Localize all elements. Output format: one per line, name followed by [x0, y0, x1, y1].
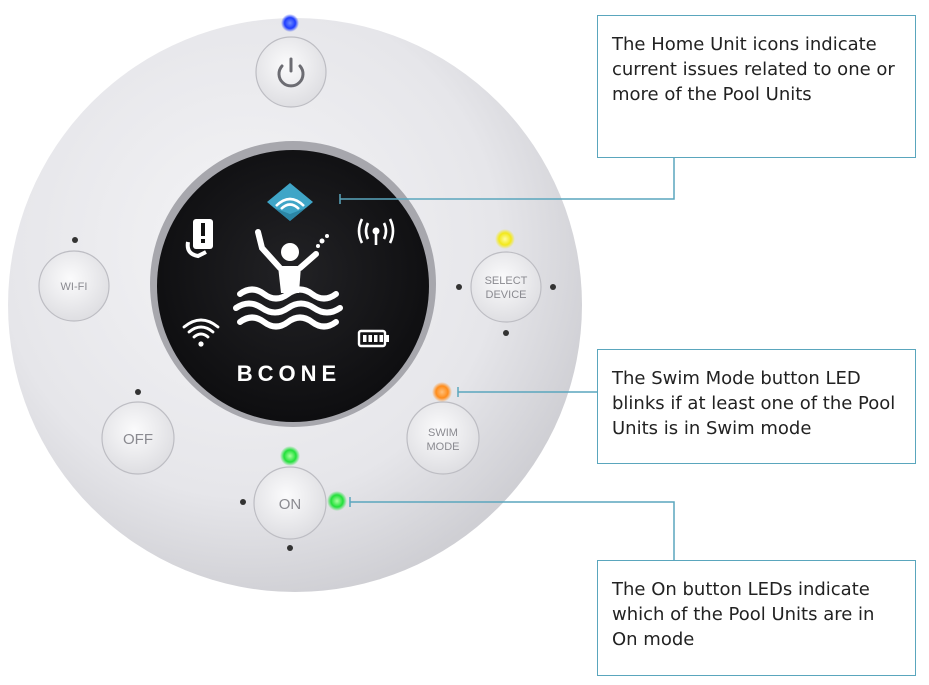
off-button-label: OFF: [123, 431, 153, 448]
wifi-signal-icon: [182, 318, 220, 347]
swim-mode-button[interactable]: SWIM MODE: [406, 401, 480, 475]
battery-icon: [357, 329, 389, 348]
wifi-indicator-dot: [72, 237, 78, 243]
wifi-button-label: WI-FI: [61, 281, 88, 293]
on-led-top: [280, 446, 300, 466]
swim-mode-led: [432, 382, 452, 402]
callout-on-button-leds: The On button LEDs indicate which of the…: [597, 560, 916, 676]
select-device-label-line1: SELECT: [485, 275, 528, 287]
on-dot-left: [240, 499, 246, 505]
select-device-dot-bottom: [503, 330, 509, 336]
off-button[interactable]: OFF: [101, 401, 175, 475]
power-led: [281, 14, 299, 32]
off-indicator-dot: [135, 389, 141, 395]
callout-home-unit-icons-text: The Home Unit icons indicate current iss…: [612, 34, 895, 105]
swimmer-icon: [233, 229, 343, 330]
select-device-dot-left: [456, 284, 462, 290]
on-button[interactable]: ON: [253, 466, 327, 540]
phone-alert-icon: [185, 219, 213, 259]
wifi-button[interactable]: WI-FI: [38, 250, 110, 322]
select-device-led: [495, 229, 515, 249]
callout-swim-mode-led-text: The Swim Mode button LED blinks if at le…: [612, 368, 896, 439]
select-device-dot-right: [550, 284, 556, 290]
select-device-label-line2: DEVICE: [486, 289, 527, 301]
power-button[interactable]: [255, 36, 327, 108]
callout-home-unit-icons: The Home Unit icons indicate current iss…: [597, 15, 916, 158]
select-device-button[interactable]: SELECT DEVICE: [470, 251, 542, 323]
swim-mode-label-line1: SWIM: [428, 427, 458, 439]
callout-on-button-leds-text: The On button LEDs indicate which of the…: [612, 579, 875, 650]
callout-swim-mode-led: The Swim Mode button LED blinks if at le…: [597, 349, 916, 464]
on-dot-bottom: [287, 545, 293, 551]
leader-on-leds: [350, 501, 675, 560]
brand-logo: BCONE: [237, 361, 341, 386]
antenna-icon: [357, 218, 395, 245]
on-led-right: [327, 491, 347, 511]
power-icon: [277, 57, 305, 88]
pool-unit-logo-icon: [267, 183, 313, 221]
swim-mode-label-line2: MODE: [427, 441, 460, 453]
on-button-label: ON: [279, 496, 302, 513]
